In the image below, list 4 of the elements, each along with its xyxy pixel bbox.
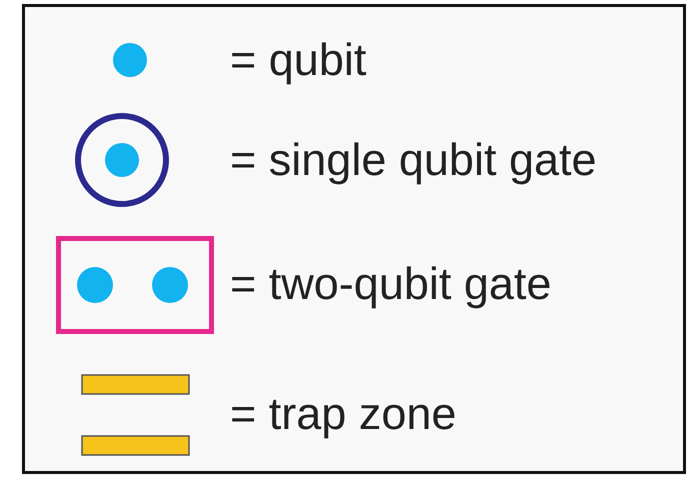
- legend-label: = trap zone: [230, 391, 456, 436]
- legend-label: = single qubit gate: [230, 137, 597, 182]
- legend-label: = two-qubit gate: [230, 261, 552, 306]
- legend-label: = qubit: [230, 37, 366, 82]
